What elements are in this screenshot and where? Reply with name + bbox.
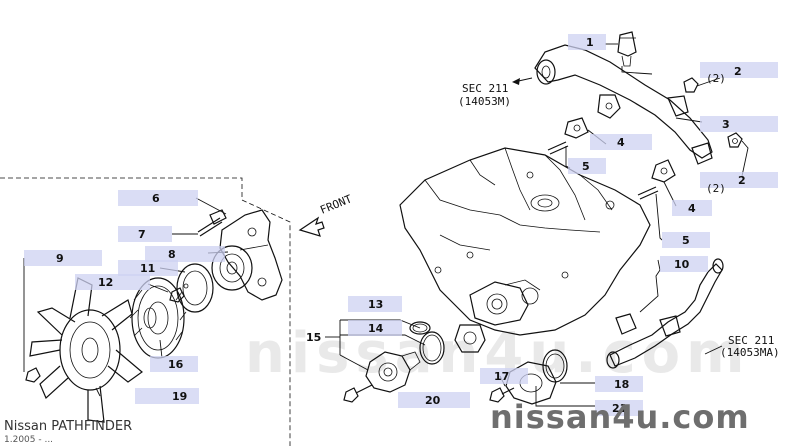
callout-19: 19 xyxy=(172,390,187,403)
fan-pulley-assembly xyxy=(169,209,283,313)
fan-group-boundary xyxy=(0,177,291,446)
callout-8: 8 xyxy=(168,248,176,261)
callout-14: 14 xyxy=(368,322,384,335)
front-label: FRONT xyxy=(318,192,354,217)
callout-12: 12 xyxy=(98,276,113,289)
sec-ref-lower-line2: (14053MA) xyxy=(720,346,780,359)
callout-5-top: 5 xyxy=(582,160,590,173)
callout-15: 15 xyxy=(306,331,321,344)
callout-18: 18 xyxy=(614,378,629,391)
model-name: Nissan PATHFINDER xyxy=(4,419,132,434)
callout-9: 9 xyxy=(56,252,64,265)
callout-7: 7 xyxy=(138,228,146,241)
callout-20: 20 xyxy=(425,394,441,407)
callout-4-bottom: 4 xyxy=(688,202,696,215)
callout-17: 17 xyxy=(494,370,509,383)
callout-3: 3 xyxy=(722,118,730,131)
sec-ref-lower-line1: SEC 211 xyxy=(728,334,774,347)
callout-13: 13 xyxy=(368,298,383,311)
callout-1: 1 xyxy=(586,36,594,49)
callout-10: 10 xyxy=(674,258,690,271)
model-date-range: 1.2005 - ... xyxy=(4,435,53,445)
callout-4-top: 4 xyxy=(617,136,625,149)
callout-numbers: 1 2 2 3 4 4 5 5 6 7 8 9 10 11 12 13 14 1… xyxy=(56,36,746,415)
sec-ref-upper-line2: (14053M) xyxy=(458,95,511,108)
callout-6: 6 xyxy=(152,192,160,205)
callout-2-bottom: 2 xyxy=(738,174,746,187)
fan-clutch xyxy=(129,277,187,359)
callout-5-bottom: 5 xyxy=(682,234,690,247)
cooling-fan xyxy=(25,277,143,423)
callout-16: 16 xyxy=(168,358,184,371)
callout-21: 21 xyxy=(612,402,627,415)
upper-water-pipe xyxy=(512,31,743,200)
sec-ref-upper-line1: SEC 211 xyxy=(462,82,508,95)
callout-2-top: 2 xyxy=(734,65,742,78)
qty-note-lower: (2) xyxy=(706,182,726,195)
engine-block xyxy=(399,147,651,353)
lower-water-pipe xyxy=(606,258,724,369)
callout-boxes xyxy=(24,34,778,416)
site-watermark: nissan4u.com xyxy=(490,398,750,436)
callout-11: 11 xyxy=(140,262,155,275)
front-indicator: FRONT xyxy=(298,192,354,237)
qty-note-upper: (2) xyxy=(706,72,726,85)
